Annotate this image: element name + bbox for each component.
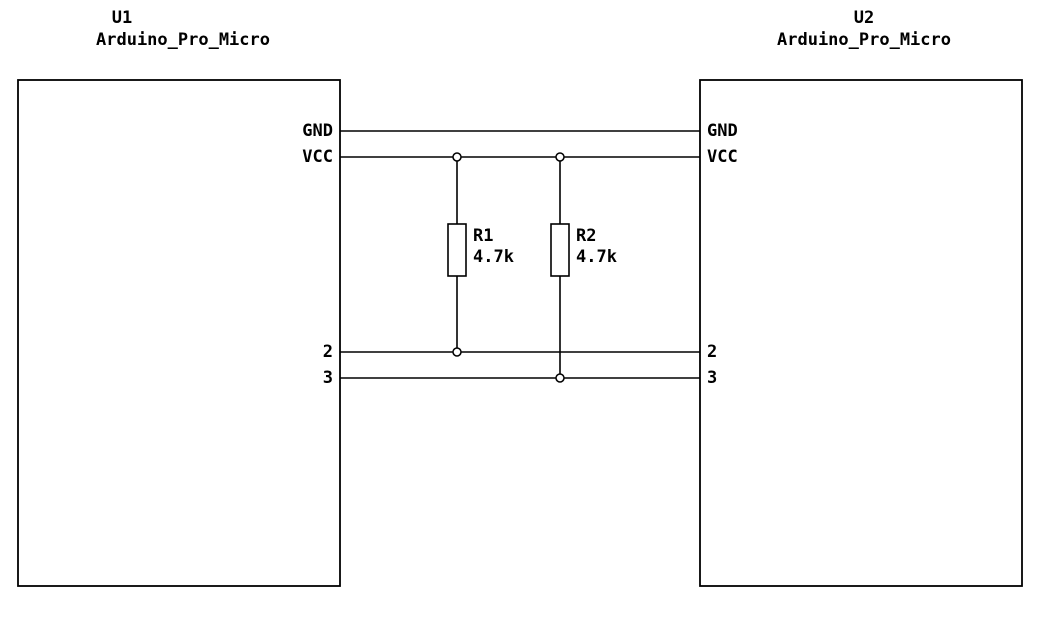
r2-value-label: 4.7k — [576, 247, 617, 267]
r1-body — [447, 223, 467, 277]
u1-pin-vcc-label: VCC — [302, 147, 333, 167]
r1-value-label: 4.7k — [473, 247, 514, 267]
junction-vcc-r2 — [555, 152, 565, 162]
u1-value-label: Arduino_Pro_Micro — [96, 30, 270, 50]
u2-value-label: Arduino_Pro_Micro — [777, 30, 951, 50]
resistor-r1: R1 4.7k — [447, 157, 514, 352]
junction-pin2-r1 — [452, 347, 462, 357]
r2-body — [550, 223, 570, 277]
u1-pin-3-label: 3 — [323, 368, 333, 388]
r1-reference-label: R1 — [473, 226, 493, 246]
junction-vcc-r1 — [452, 152, 462, 162]
u1-body — [17, 79, 341, 587]
resistor-r2: R2 4.7k — [550, 157, 617, 378]
u1-reference-label: U1 — [112, 8, 132, 28]
u1-pin-gnd-label: GND — [302, 121, 333, 141]
u2-pin-vcc-label: VCC — [707, 147, 738, 167]
junction-pin3-r2 — [555, 373, 565, 383]
wires — [340, 130, 700, 379]
u2-body — [699, 79, 1023, 587]
r2-reference-label: R2 — [576, 226, 596, 246]
component-u2: U2 Arduino_Pro_Micro GND VCC 2 3 — [699, 8, 1023, 587]
u1-pin-2-label: 2 — [323, 342, 333, 362]
component-u1: U1 Arduino_Pro_Micro GND VCC 2 3 — [17, 8, 341, 587]
u2-pin-3-label: 3 — [707, 368, 717, 388]
u2-reference-label: U2 — [854, 8, 874, 28]
junctions — [452, 152, 565, 383]
u2-pin-gnd-label: GND — [707, 121, 738, 141]
u2-pin-2-label: 2 — [707, 342, 717, 362]
